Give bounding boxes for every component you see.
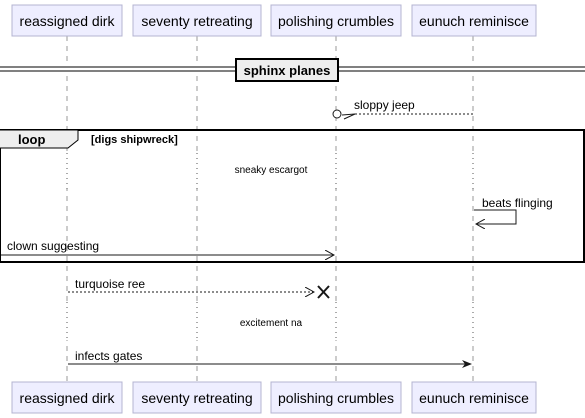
participant-eunuch-reminisce-top[interactable]: eunuch reminisce: [411, 4, 537, 37]
participant-label: reassigned dirk: [20, 13, 116, 29]
loop-keyword: loop: [18, 132, 45, 147]
message-beats-flinging: beats flinging: [474, 196, 553, 225]
message-label: infects gates: [75, 349, 142, 363]
message-label: turquoise ree: [75, 277, 145, 291]
participant-label: eunuch reminisce: [419, 13, 529, 29]
participant-seventy-retreating-top[interactable]: seventy retreating: [132, 4, 262, 37]
destroy-icon: [317, 285, 330, 299]
participant-label: seventy retreating: [141, 13, 252, 29]
participant-reassigned-dirk-bottom[interactable]: reassigned dirk: [11, 381, 123, 414]
participant-label: eunuch reminisce: [419, 390, 529, 406]
loop-condition: [digs shipwreck]: [91, 134, 178, 146]
participant-label: polishing crumbles: [278, 390, 394, 406]
participant-eunuch-reminisce-bottom[interactable]: eunuch reminisce: [411, 381, 537, 414]
divider-sphinx-planes: sphinx planes: [0, 58, 585, 82]
delay-label: excitement na: [240, 318, 303, 329]
message-label: beats flinging: [482, 196, 553, 210]
participant-seventy-retreating-bottom[interactable]: seventy retreating: [132, 381, 262, 414]
participant-label: reassigned dirk: [20, 390, 116, 406]
participant-reassigned-dirk-top[interactable]: reassigned dirk: [11, 4, 123, 37]
participant-label: polishing crumbles: [278, 13, 394, 29]
delay-label: sneaky escargot: [235, 165, 308, 176]
message-sloppy-jeep: sloppy jeep: [332, 98, 473, 120]
message-turquoise-ree: turquoise ree: [68, 277, 330, 299]
participant-polishing-crumbles-top[interactable]: polishing crumbles: [270, 4, 402, 37]
message-infects-gates: infects gates: [68, 349, 472, 368]
participant-label: seventy retreating: [141, 390, 252, 406]
message-clown-suggesting: clown suggesting: [1, 239, 334, 255]
participant-polishing-crumbles-bottom[interactable]: polishing crumbles: [270, 381, 402, 414]
loop-frame: loop [digs shipwreck]: [0, 129, 585, 263]
divider-title: sphinx planes: [244, 63, 331, 78]
delay-sneaky-escargot: sneaky escargot: [62, 153, 482, 189]
message-label: clown suggesting: [7, 239, 99, 253]
delay-excitement-na: excitement na: [62, 302, 482, 340]
message-label: sloppy jeep: [354, 98, 415, 112]
